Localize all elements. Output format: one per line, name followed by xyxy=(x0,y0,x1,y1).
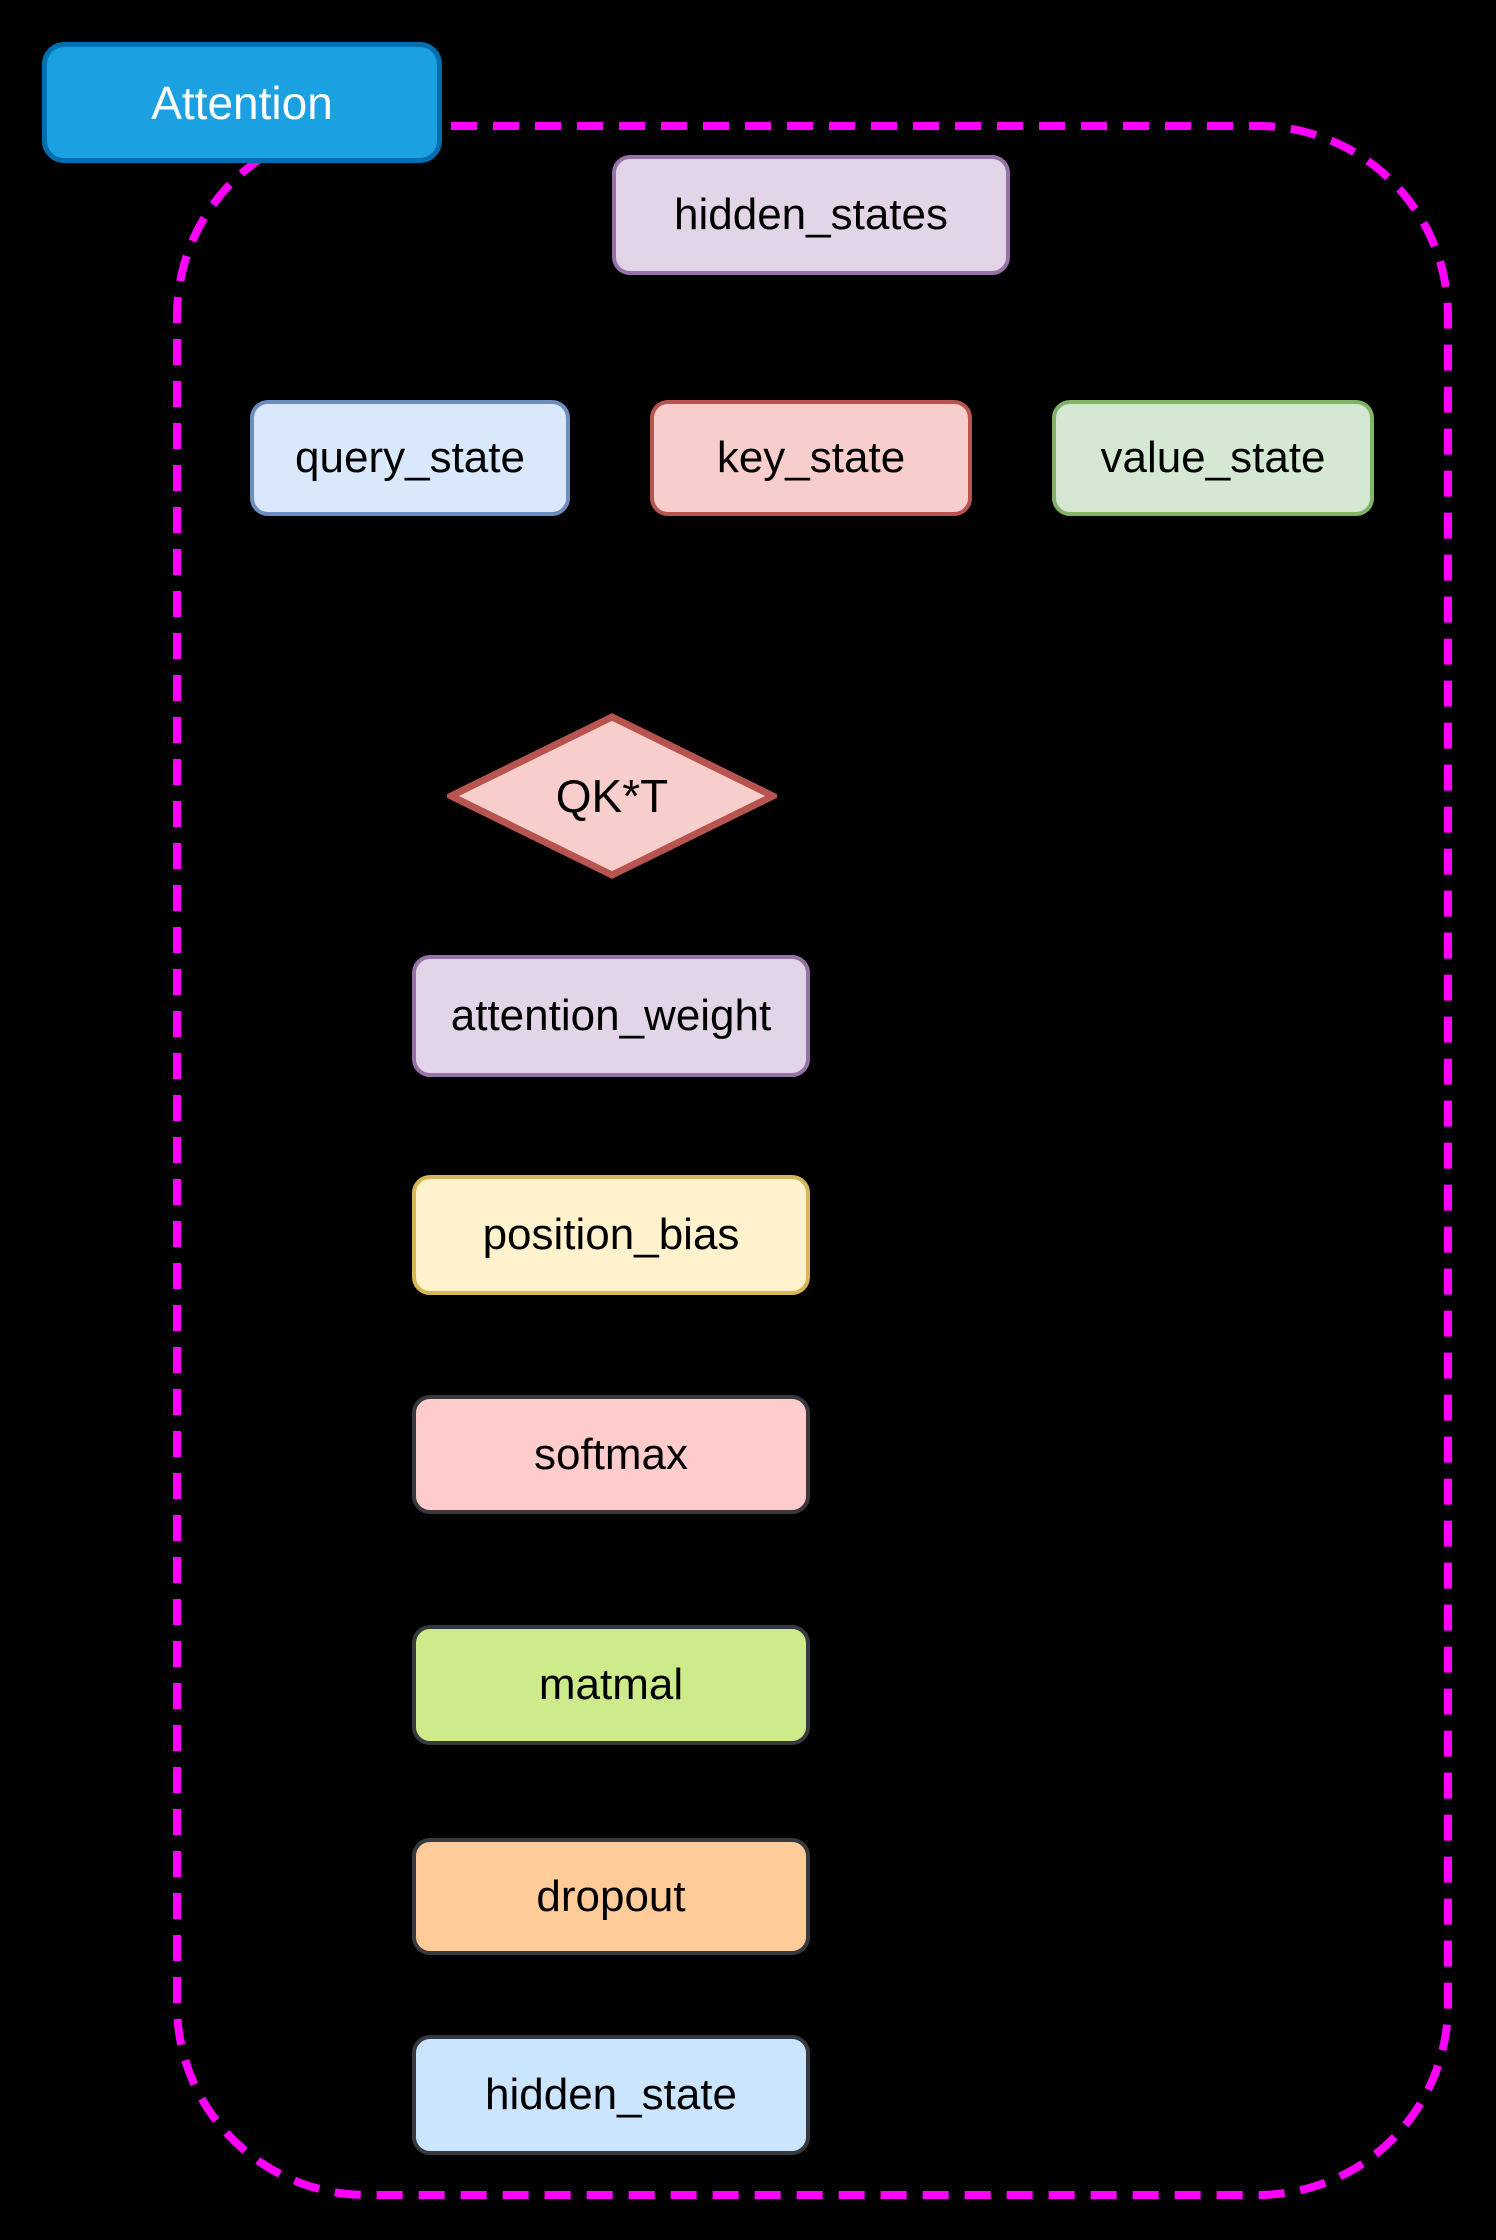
node-key-state: key_state xyxy=(650,400,972,516)
attention-title-box: Attention xyxy=(42,42,442,163)
node-hidden-state: hidden_state xyxy=(412,2035,810,2155)
node-position-bias: position_bias xyxy=(412,1175,810,1295)
node-attention-weight: attention_weight xyxy=(412,955,810,1077)
node-label: query_state xyxy=(295,433,525,482)
node-label: position_bias xyxy=(482,1210,740,1259)
node-qkt-diamond: QK*T xyxy=(447,713,777,879)
node-label: value_state xyxy=(1100,433,1326,482)
node-label: matmal xyxy=(538,1660,684,1709)
node-label: hidden_states xyxy=(674,190,948,239)
node-label: attention_weight xyxy=(450,991,772,1040)
diamond-polygon xyxy=(447,713,777,879)
dashed-container-border xyxy=(173,122,1452,2199)
node-softmax: softmax xyxy=(412,1395,810,1514)
diamond-shape xyxy=(447,713,777,879)
node-label: QK*T xyxy=(555,770,669,822)
node-label: softmax xyxy=(533,1429,689,1479)
attention-title-label: Attention xyxy=(151,76,333,129)
node-hidden-states: hidden_states xyxy=(612,155,1010,275)
node-value-state: value_state xyxy=(1052,400,1374,516)
node-query-state: query_state xyxy=(250,400,570,516)
node-dropout: dropout xyxy=(412,1838,810,1955)
node-label: dropout xyxy=(536,1871,686,1921)
node-matmal: matmal xyxy=(412,1625,810,1745)
node-label: hidden_state xyxy=(485,2070,737,2119)
node-label: key_state xyxy=(716,433,906,482)
